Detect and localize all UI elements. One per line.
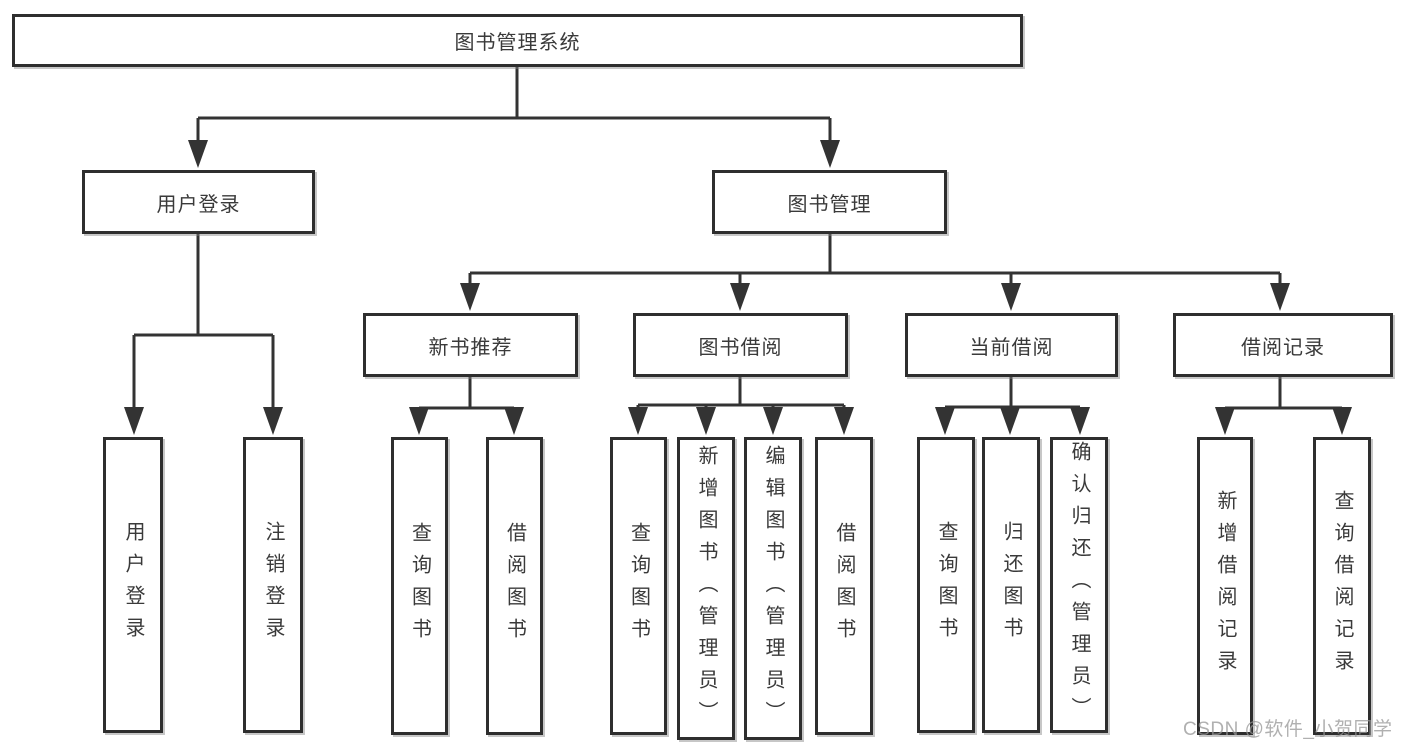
- leaf-query-books-1-label: 查询图书: [408, 522, 431, 650]
- node-book-management: 图书管理: [712, 170, 947, 234]
- leaf-logout-label: 注销登录: [262, 521, 284, 649]
- node-borrowing-records: 借阅记录: [1173, 313, 1393, 377]
- leaf-user-login: 用户登录: [103, 437, 163, 733]
- node-book-management-label: 图书管理: [787, 193, 872, 216]
- arrowhead: [504, 407, 524, 435]
- leaf-query-borrow-record: 查询借阅记录: [1313, 437, 1371, 735]
- arrowhead: [1332, 407, 1352, 435]
- arrowhead: [730, 283, 750, 311]
- arrowhead: [1270, 283, 1290, 311]
- arrowhead: [696, 407, 716, 435]
- leaf-return-books-label: 归还图书: [1000, 521, 1022, 649]
- node-user-login-label: 用户登录: [156, 193, 241, 216]
- leaf-confirm-return-admin-label: 确认归还（管理员）: [1068, 441, 1090, 729]
- node-book-borrowing-label: 图书借阅: [698, 336, 783, 359]
- arrowhead: [1070, 407, 1090, 435]
- leaf-borrow-books-2: 借阅图书: [815, 437, 873, 735]
- arrowhead: [124, 407, 144, 435]
- connector-root-to-level2: [196, 67, 832, 144]
- node-user-login: 用户登录: [82, 170, 315, 234]
- leaf-edit-books-admin-label: 编辑图书（管理员）: [762, 444, 784, 733]
- leaf-borrow-books-1-label: 借阅图书: [503, 522, 526, 650]
- node-borrowing-records-label: 借阅记录: [1241, 336, 1325, 359]
- leaf-query-books-3-label: 查询图书: [935, 521, 957, 649]
- leaf-add-books-admin: 新增图书（管理员）: [677, 437, 735, 740]
- leaf-query-books-1: 查询图书: [391, 437, 448, 735]
- leaf-return-books: 归还图书: [982, 437, 1040, 733]
- leaf-edit-books-admin: 编辑图书（管理员）: [744, 437, 802, 740]
- arrowhead: [263, 407, 283, 435]
- node-current-borrowing-label: 当前借阅: [969, 336, 1054, 359]
- connector-current-borrowing-children: [943, 377, 1082, 411]
- leaf-query-borrow-record-label: 查询借阅记录: [1331, 490, 1353, 682]
- leaf-confirm-return-admin: 确认归还（管理员）: [1050, 437, 1108, 733]
- node-library-system: 图书管理系统: [12, 14, 1023, 67]
- arrowhead: [820, 140, 840, 168]
- connector-book-borrowing-children: [636, 377, 846, 411]
- leaf-add-books-admin-label: 新增图书（管理员）: [695, 444, 717, 733]
- connector-new-book-recommend-children: [417, 377, 516, 411]
- node-book-borrowing: 图书借阅: [633, 313, 848, 377]
- node-library-system-label: 图书管理系统: [454, 32, 581, 54]
- arrowhead: [1001, 283, 1021, 311]
- arrowhead: [409, 407, 429, 435]
- leaf-query-books-3: 查询图书: [917, 437, 975, 733]
- node-new-book-recommend: 新书推荐: [363, 313, 578, 377]
- connector-borrowing-records-children: [1223, 377, 1344, 411]
- arrowhead: [763, 407, 783, 435]
- arrowhead: [935, 407, 955, 435]
- leaf-borrow-books-1: 借阅图书: [486, 437, 543, 735]
- arrowhead: [834, 407, 854, 435]
- connector-book-management-children: [468, 234, 1282, 287]
- leaf-logout: 注销登录: [243, 437, 303, 733]
- leaf-user-login-label: 用户登录: [122, 521, 144, 649]
- arrowheads: [124, 140, 1352, 435]
- arrowhead: [628, 407, 648, 435]
- arrowhead: [188, 140, 208, 168]
- connector-user-login-children: [132, 234, 275, 411]
- leaf-borrow-books-2-label: 借阅图书: [833, 522, 855, 650]
- node-current-borrowing: 当前借阅: [905, 313, 1118, 377]
- node-new-book-recommend-label: 新书推荐: [428, 336, 513, 359]
- arrowhead: [1215, 407, 1235, 435]
- leaf-add-borrow-record-label: 新增借阅记录: [1214, 490, 1236, 682]
- arrowhead: [1000, 407, 1020, 435]
- leaf-query-books-2: 查询图书: [610, 437, 667, 735]
- csdn-watermark: CSDN @软件_小贺同学: [1183, 719, 1393, 740]
- leaf-query-books-2-label: 查询图书: [627, 522, 650, 650]
- arrowhead: [460, 283, 480, 311]
- leaf-add-borrow-record: 新增借阅记录: [1197, 437, 1253, 735]
